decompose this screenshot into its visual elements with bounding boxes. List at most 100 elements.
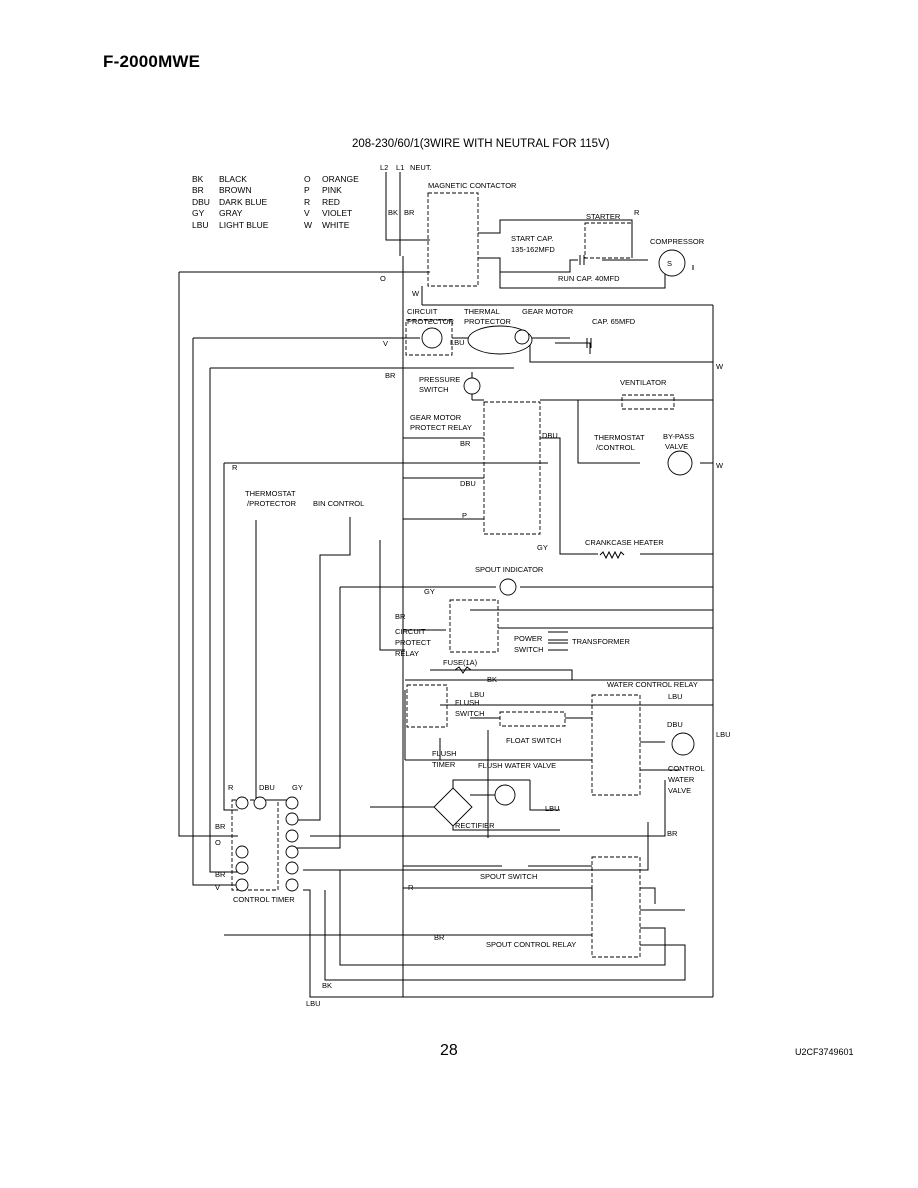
gear-motor-protect-relay-label: PROTECT RELAY <box>410 423 472 432</box>
wire-tag: GY <box>537 543 548 552</box>
crankcase-heater-label: CRANKCASE HEATER <box>585 538 664 547</box>
wire-tag: BR <box>667 829 678 838</box>
terminal-5 <box>285 812 299 826</box>
flush-timer-label: TIMER <box>432 760 456 769</box>
flush-water-valve-label: FLUSH WATER VALVE <box>478 761 556 770</box>
flush-timer-label: FLUSH <box>432 749 457 758</box>
ventilator-label: VENTILATOR <box>620 378 667 387</box>
legend-code: V <box>304 208 310 219</box>
legend-name: RED <box>322 196 340 207</box>
wire-tag: BR <box>215 870 226 879</box>
circuit-protector-label: CIRCUIT <box>407 307 438 316</box>
wire-tag: BR <box>460 439 471 448</box>
terminal-1 <box>285 878 299 892</box>
transformer-icon <box>548 639 568 644</box>
starter-label: STARTER <box>586 212 621 221</box>
legend-code: GY <box>192 208 205 219</box>
wire-tag: W <box>716 362 724 371</box>
terminal-7 <box>235 878 249 892</box>
legend-name: LIGHT BLUE <box>219 219 269 230</box>
legend-name: ORANGE <box>322 174 359 184</box>
start-cap-value: 135-162MFD <box>511 245 555 254</box>
flush-switch-label: SWITCH <box>455 709 485 718</box>
wire-tag: LBU <box>470 690 485 699</box>
spout-switch-label: SPOUT SWITCH <box>480 872 537 881</box>
wire-tag: BR <box>404 208 415 217</box>
component-symbols: S <box>235 249 695 892</box>
cap-label: CAP. 65MFD <box>592 317 636 326</box>
control-timer-label: CONTROL TIMER <box>233 895 295 904</box>
thermal-protector-label: THERMAL <box>464 307 500 316</box>
pressure-switch-label: SWITCH <box>419 385 449 394</box>
terminal-4 <box>285 829 299 843</box>
terminal-6 <box>285 796 299 810</box>
legend-name: DARK BLUE <box>219 196 268 207</box>
component-labels: L2 L1 NEUT. MAGNETIC CONTACTOR STARTER C… <box>233 163 705 949</box>
power-switch-label: SWITCH <box>514 645 544 654</box>
heater-icon <box>599 550 625 560</box>
wire-tag: DBU <box>259 783 275 792</box>
wire-tag: GY <box>292 783 303 792</box>
rectifier-icon <box>433 787 473 827</box>
diagram-title: 208-230/60/1(3WIRE WITH NEUTRAL FOR 115V… <box>352 138 610 150</box>
wire-tag: GY <box>424 587 435 596</box>
pressure-switch-icon <box>463 377 481 395</box>
wire-tag: LBU <box>716 730 731 739</box>
legend-code: P <box>304 185 310 196</box>
terminal-3 <box>285 845 299 859</box>
wire-tag: W <box>716 461 724 470</box>
thermostat-control-label: THERMOSTAT <box>594 433 645 442</box>
bypass-valve-label: VALVE <box>665 442 688 451</box>
wire-tag: BK <box>487 675 497 684</box>
legend-name: GRAY <box>219 208 243 219</box>
fuse-label: FUSE(1A) <box>443 658 478 667</box>
spout-indicator-icon <box>499 578 517 596</box>
wire-tag: BK <box>388 208 398 217</box>
wire-tag: DBU <box>460 479 476 488</box>
document-code: U2CF3749601 <box>795 1047 854 1057</box>
terminal-10 <box>253 796 267 810</box>
circuit-protector-icon <box>421 327 443 349</box>
wire-tag: O <box>380 274 386 283</box>
compressor-terminal-label: S <box>667 259 672 268</box>
supply-label-l2: L2 <box>380 163 388 172</box>
spout-control-relay-label: SPOUT CONTROL RELAY <box>486 940 576 949</box>
gear-motor-label: GEAR MOTOR <box>522 307 574 316</box>
gear-motor-protect-relay-label: GEAR MOTOR <box>410 413 462 422</box>
compressor-icon <box>658 249 686 277</box>
control-water-valve-label: CONTROL <box>668 764 705 773</box>
bypass-valve-icon <box>667 450 693 476</box>
legend-name: PINK <box>322 185 342 196</box>
thermostat-protector-label: /PROTECTOR <box>247 499 297 508</box>
wire-tag: V <box>215 883 220 892</box>
legend-code: W <box>304 219 313 230</box>
page-number: 28 <box>440 1042 458 1059</box>
wire-tag: BR <box>395 612 406 621</box>
pressure-switch-label: PRESSURE <box>419 375 460 384</box>
legend-code: LBU <box>192 219 209 230</box>
terminal-11 <box>235 796 249 810</box>
thermostat-protector-label: THERMOSTAT <box>245 489 296 498</box>
magnetic-contactor-label: MAGNETIC CONTACTOR <box>428 181 517 190</box>
wire-tag: W <box>412 289 420 298</box>
transformer-label: TRANSFORMER <box>572 637 631 646</box>
wire-tag: V <box>383 339 388 348</box>
wire-tag: R <box>634 208 640 217</box>
wire-tag: LBU <box>450 338 465 347</box>
gear-motor-icon <box>514 329 530 345</box>
spout-indicator-label: SPOUT INDICATOR <box>475 565 544 574</box>
control-water-valve-icon <box>671 732 695 756</box>
fuse-icon <box>454 666 472 674</box>
thermal-protector-label: PROTECTOR <box>464 317 512 326</box>
thermostat-control-label: /CONTROL <box>596 443 635 452</box>
legend-code: BR <box>192 185 204 196</box>
circuit-protector-label: PROTECTOR <box>407 317 455 326</box>
circuit-protect-relay-label: CIRCUIT <box>395 627 426 636</box>
wire-tag: O <box>215 838 221 847</box>
capacitor-icon <box>579 255 585 265</box>
terminal-9 <box>235 845 249 859</box>
